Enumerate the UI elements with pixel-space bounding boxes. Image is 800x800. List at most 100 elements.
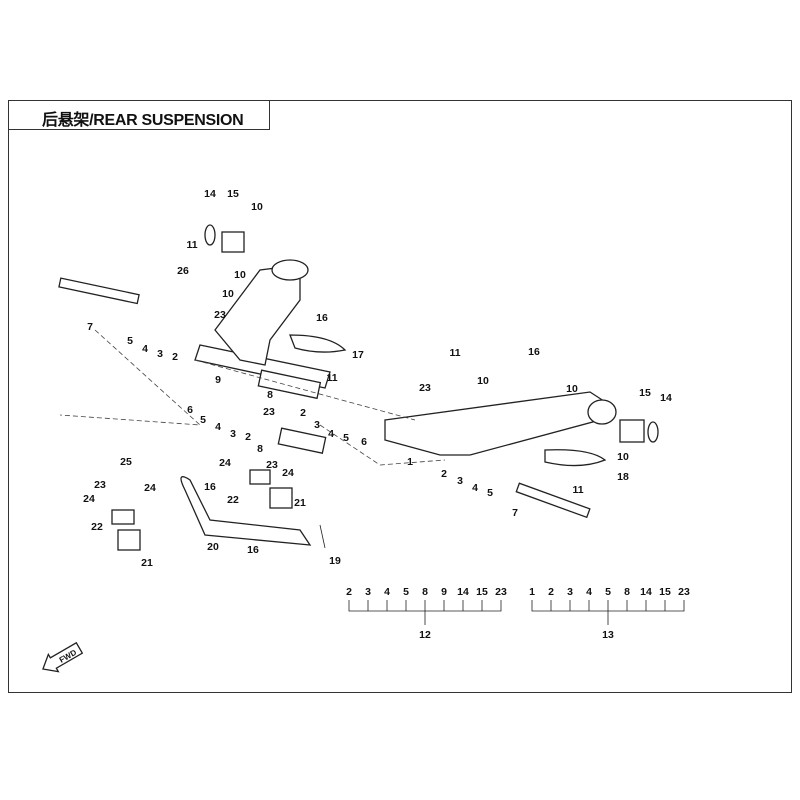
callout: 11 — [449, 347, 460, 359]
callout: 7 — [512, 507, 518, 519]
bearing-15-left — [221, 231, 245, 253]
callout: 18 — [617, 471, 629, 483]
mount-ring-left — [271, 259, 309, 281]
bearing-15-right — [619, 419, 645, 443]
callout: 3 — [314, 419, 320, 431]
parts — [58, 224, 659, 551]
callout: 15 — [639, 387, 651, 399]
circlip-14-left — [204, 224, 216, 246]
callout: 4 — [328, 428, 334, 440]
callout: 15 — [227, 188, 239, 200]
callout: 10 — [566, 383, 578, 395]
callout: 3 — [457, 475, 463, 487]
callout: 25 — [120, 456, 132, 468]
bushing-21-left — [117, 529, 141, 551]
kit-number: 13 — [602, 629, 614, 641]
callout: 16 — [204, 481, 216, 493]
guard-17 — [289, 334, 347, 353]
callout: 24 — [282, 467, 294, 479]
kit-item: 15 — [476, 586, 488, 598]
callout: 21 — [141, 557, 153, 569]
kit-item: 5 — [605, 586, 611, 598]
callout: 8 — [257, 443, 263, 455]
callout: 9 — [215, 374, 221, 386]
bracket-left — [214, 264, 301, 366]
callout: 22 — [227, 494, 239, 506]
drawing-frame — [8, 100, 792, 693]
callout: 20 — [207, 541, 219, 553]
callout: 5 — [343, 432, 349, 444]
callout: 1 — [407, 456, 413, 468]
callout: 6 — [361, 436, 367, 448]
fwd-arrow-icon: FWD — [42, 641, 84, 673]
kit-item: 8 — [624, 586, 630, 598]
callout: 24 — [219, 457, 231, 469]
callout: 23 — [94, 479, 106, 491]
callout: 10 — [477, 375, 489, 387]
callout: 10 — [617, 451, 629, 463]
kit-item: 1 — [529, 586, 535, 598]
callout: 16 — [247, 544, 259, 556]
callout: 22 — [91, 521, 103, 533]
mount-ring-right — [587, 399, 617, 425]
swing-arm-right — [384, 391, 611, 456]
callout: 23 — [214, 309, 226, 321]
assembly-lines — [59, 329, 446, 466]
kit-item: 2 — [346, 586, 352, 598]
callout: 7 — [87, 321, 93, 333]
callout: 2 — [300, 407, 306, 419]
kit-item: 23 — [495, 586, 507, 598]
callout: 19 — [329, 555, 341, 567]
kit-13-tree: 1 2 3 4 5 8 14 15 23 13 — [529, 586, 690, 641]
callout: 2 — [245, 431, 251, 443]
callout: 5 — [200, 414, 206, 426]
callout: 10 — [251, 201, 263, 213]
kit-number: 12 — [419, 629, 431, 641]
kit-item: 2 — [548, 586, 554, 598]
kit-item: 3 — [567, 586, 573, 598]
stabilizer-bar-20 — [180, 476, 312, 546]
clamp-22-left — [111, 509, 135, 525]
callout: 3 — [157, 348, 163, 360]
circlip-14-right — [647, 421, 659, 443]
callouts: 14 15 10 11 26 10 10 7 5 4 3 2 23 16 17 … — [83, 188, 672, 569]
callout: 11 — [326, 372, 337, 384]
kit-item: 5 — [403, 586, 409, 598]
callout: 10 — [234, 269, 246, 281]
kit-item: 4 — [586, 586, 592, 598]
shaft-7-left — [58, 277, 140, 305]
kit-12-tree: 2 3 4 5 8 9 14 15 23 12 — [346, 586, 507, 641]
kit-13-bracket — [531, 600, 685, 625]
callout: 8 — [267, 389, 273, 401]
kit-item: 15 — [659, 586, 671, 598]
callout: 23 — [419, 382, 431, 394]
callout: 14 — [204, 188, 216, 200]
callout: 26 — [177, 265, 189, 277]
callout: 16 — [316, 312, 328, 324]
callout: 5 — [127, 335, 133, 347]
callout: 11 — [572, 484, 583, 496]
callout: 14 — [660, 392, 672, 404]
callout: 4 — [142, 343, 148, 355]
kit-item: 14 — [457, 586, 469, 598]
callout: 4 — [472, 482, 478, 494]
callout: 24 — [83, 493, 95, 505]
callout: 23 — [266, 459, 278, 471]
callout: 21 — [294, 497, 306, 509]
clamp-22-right — [249, 469, 271, 485]
page-title: 后悬架/REAR SUSPENSION — [42, 112, 244, 129]
kit-item: 14 — [640, 586, 652, 598]
callout: 4 — [215, 421, 221, 433]
kit-item: 8 — [422, 586, 428, 598]
callout: 5 — [487, 487, 493, 499]
callout: 24 — [144, 482, 156, 494]
kit-item: 4 — [384, 586, 390, 598]
bushing-21-right — [269, 487, 293, 509]
kit-12-bracket — [348, 600, 502, 625]
kit-item: 9 — [441, 586, 447, 598]
callout: 16 — [528, 346, 540, 358]
callout: 17 — [352, 349, 364, 361]
title-box — [8, 100, 270, 130]
kit-item: 3 — [365, 586, 371, 598]
